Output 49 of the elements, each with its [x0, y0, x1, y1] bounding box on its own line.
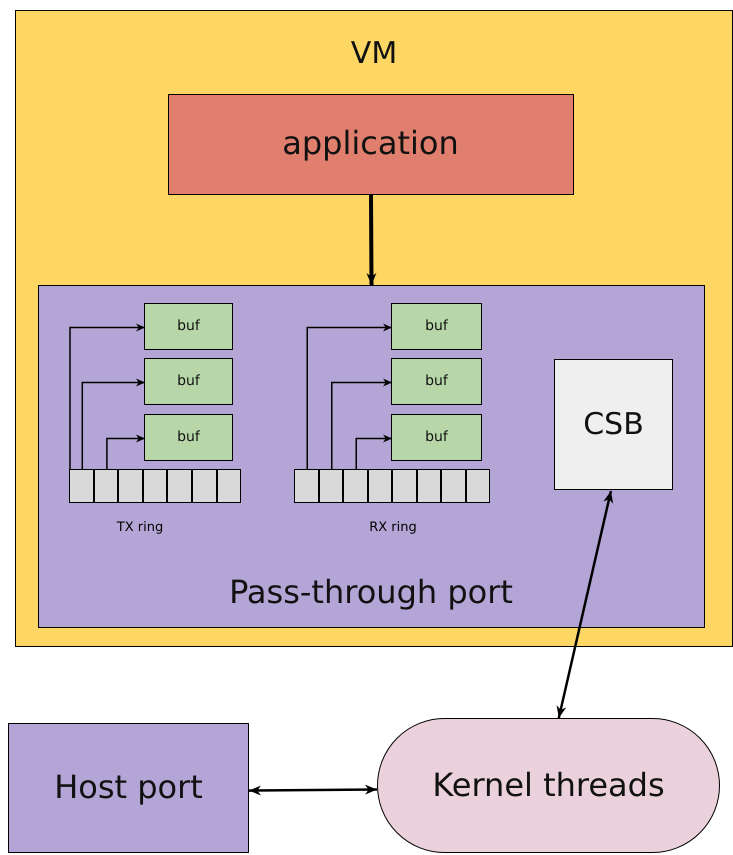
- ring-slot: [118, 469, 143, 503]
- ring-slot: [318, 469, 343, 503]
- arrow: [331, 378, 392, 470]
- node-label: Host port: [54, 770, 203, 806]
- buffer-box: [144, 358, 233, 405]
- node-label: buf: [425, 430, 448, 446]
- node-label: Pass-through port: [229, 575, 513, 610]
- arrow: [82, 378, 145, 470]
- host-port-box: [8, 723, 249, 853]
- arrow: [356, 434, 392, 470]
- ring-slot: [441, 469, 466, 503]
- ring-slot: [94, 469, 118, 503]
- ring-caption: TX ring: [116, 520, 164, 535]
- node-label: application: [282, 126, 459, 162]
- ring-slot: [69, 469, 94, 503]
- ring-slot: [142, 469, 168, 503]
- node-label: VM: [350, 37, 398, 70]
- buffer-box: [144, 303, 233, 350]
- arrow: [306, 324, 392, 470]
- node-label: buf: [425, 318, 448, 334]
- ring-slot: [343, 469, 368, 503]
- ring-slot: [216, 469, 242, 503]
- ring-slot: [466, 469, 490, 503]
- port-panel: [38, 284, 704, 628]
- node-label: buf: [177, 430, 200, 446]
- arrow: [249, 784, 377, 796]
- node-label: buf: [425, 374, 448, 390]
- node-label: buf: [177, 318, 200, 334]
- buffer-box: [144, 414, 233, 461]
- ring-slot: [416, 469, 441, 503]
- ring-slot: [192, 469, 217, 503]
- node-label: buf: [177, 374, 200, 390]
- arrow: [69, 324, 145, 470]
- ring-slot: [167, 469, 192, 503]
- vm-container: [15, 10, 733, 647]
- node-label: Kernel threads: [432, 768, 665, 804]
- buffer-box: [391, 303, 482, 350]
- arrow: [556, 490, 614, 718]
- node-label: CSB: [583, 408, 644, 441]
- buffer-box: [391, 358, 482, 405]
- arrow: [106, 434, 145, 470]
- application-box: [168, 94, 574, 194]
- ring-slot: [294, 469, 318, 503]
- ring-slot: [368, 469, 392, 503]
- buffer-box: [391, 414, 482, 461]
- csb-box: [554, 359, 673, 490]
- ring-caption: RX ring: [369, 520, 417, 535]
- ring-slot: [392, 469, 416, 503]
- arrow: [366, 194, 376, 286]
